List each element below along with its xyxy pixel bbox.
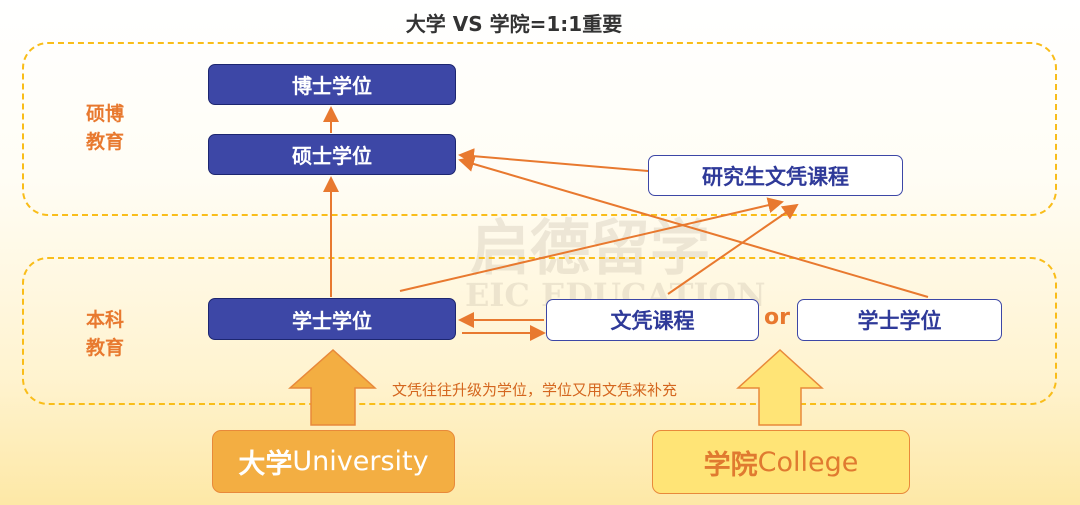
arrow-bachelor-graddip (399, 197, 784, 292)
graduate-label: 硕博 教育 (86, 103, 125, 153)
node-bachelor-college: 学士学位 (797, 299, 1002, 341)
node-master: 硕士学位 (208, 134, 456, 175)
university-cn: 大学 (238, 449, 293, 480)
arrow-college-master (458, 156, 929, 298)
university-en: University (292, 446, 429, 477)
graduate-section (22, 42, 1057, 216)
arrow-diploma-graddip (667, 203, 799, 295)
node-phd: 博士学位 (208, 64, 456, 105)
caption: 文凭往往升级为学位，学位又用文凭来补充 (392, 381, 678, 399)
big-arrow-university (288, 348, 377, 426)
college-cn: 学院 (703, 449, 758, 481)
page-title: 大学 VS 学院=1:1重要 (405, 12, 623, 36)
node-diploma: 文凭课程 (546, 299, 759, 341)
undergrad-label: 本科 教育 (86, 309, 125, 359)
watermark: 启德留学 (470, 214, 710, 284)
big-arrow-college (736, 348, 824, 426)
node-bachelor-university: 学士学位 (208, 298, 456, 340)
or-label: or (764, 305, 790, 330)
node-grad-diploma: 研究生文凭课程 (648, 155, 903, 196)
arrow-graddip-master (458, 148, 649, 172)
college-en: College (757, 446, 859, 478)
